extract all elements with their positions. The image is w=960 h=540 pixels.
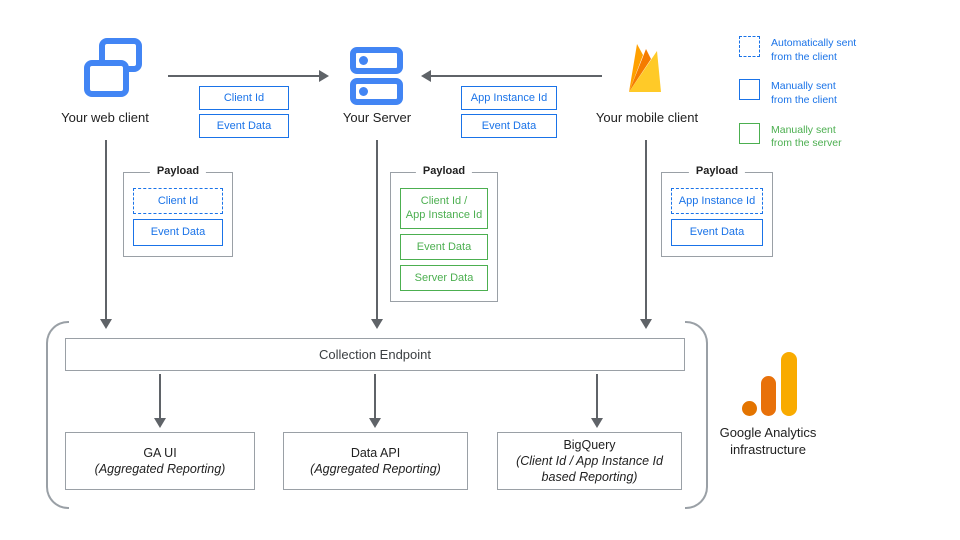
server-led-icon: [359, 87, 368, 96]
arrow-mobile-to-endpoint: [640, 140, 652, 329]
arrow-server-to-endpoint: [371, 140, 383, 329]
ga-logo-bar-tall: [781, 352, 797, 416]
legend-label: Automatically sent from the client: [771, 37, 857, 63]
web-to-server-chips: Client Id Event Data: [199, 86, 289, 142]
payload-title: Payload: [688, 165, 746, 177]
server-label: Your Server: [342, 110, 412, 125]
legend-label: Manually sent from the client: [771, 80, 837, 106]
output-box-data-api: Data API (Aggregated Reporting): [283, 432, 468, 490]
legend-item-manual-server: Manually sent from the server: [739, 122, 856, 151]
arrow-web-to-endpoint: [100, 140, 112, 329]
mobile-to-server-chips: App Instance Id Event Data: [461, 86, 557, 142]
payload-box-server: Payload Client Id / App Instance Id Even…: [390, 165, 498, 303]
google-analytics-logo-icon: [742, 352, 798, 416]
collection-endpoint-label: Collection Endpoint: [318, 347, 432, 362]
arrow-endpoint-to-dataapi: [369, 374, 381, 428]
arrow-endpoint-to-bigquery: [591, 374, 603, 428]
arrow-web-to-server: [168, 70, 329, 82]
output-title: Data API: [350, 445, 401, 460]
output-title: GA UI: [143, 445, 177, 460]
server-rack-bottom: [350, 78, 403, 105]
payload-item-event-data: Event Data: [133, 219, 223, 246]
payload-box-web: Payload Client Id Event Data: [123, 165, 233, 257]
web-client-label: Your web client: [61, 110, 149, 125]
arrowhead-down-icon: [100, 319, 112, 329]
payload-item-client-or-app-id: Client Id / App Instance Id: [400, 188, 488, 229]
web-client-icon: [84, 38, 142, 104]
output-box-ga-ui: GA UI (Aggregated Reporting): [65, 432, 255, 490]
payload-item-app-instance-id: App Instance Id: [671, 188, 763, 215]
server-led-icon: [359, 56, 368, 65]
output-subtitle: (Aggregated Reporting): [94, 462, 226, 476]
legend-swatch-solid-green-icon: [739, 122, 760, 144]
web-client-icon-front-window: [84, 60, 129, 97]
chip-event-data: Event Data: [461, 114, 557, 138]
arrowhead-down-icon: [371, 319, 383, 329]
legend-swatch-solid-blue-icon: [739, 79, 760, 101]
legend: Automatically sent from the client Manua…: [739, 36, 856, 166]
chip-event-data: Event Data: [199, 114, 289, 138]
output-box-bigquery: BigQuery (Client Id / App Instance Id ba…: [497, 432, 682, 490]
payload-item-event-data: Event Data: [400, 233, 488, 260]
arrowhead-right-icon: [319, 70, 329, 82]
payload-title: Payload: [415, 165, 473, 177]
collection-endpoint-box: Collection Endpoint: [65, 338, 685, 371]
output-subtitle: (Client Id / App Instance Id based Repor…: [516, 453, 663, 485]
chip-client-id: Client Id: [199, 86, 289, 110]
arrow-mobile-to-server: [421, 70, 602, 82]
legend-item-auto-client: Automatically sent from the client: [739, 36, 856, 64]
chip-app-instance-id: App Instance Id: [461, 86, 557, 110]
payload-item-event-data: Event Data: [671, 219, 763, 246]
legend-label: Manually sent from the server: [771, 123, 842, 150]
ga-logo-dot: [742, 401, 757, 416]
server-rack-top: [350, 47, 403, 74]
arrowhead-down-icon: [591, 418, 603, 428]
arrowhead-down-icon: [154, 418, 166, 428]
arrowhead-down-icon: [369, 418, 381, 428]
payload-item-client-id: Client Id: [133, 188, 223, 215]
arrow-endpoint-to-gaui: [154, 374, 166, 428]
infrastructure-bracket-right: [685, 321, 708, 509]
payload-title: Payload: [149, 165, 207, 177]
output-title: BigQuery: [563, 437, 616, 452]
payload-item-server-data: Server Data: [400, 264, 488, 292]
mobile-client-label: Your mobile client: [595, 110, 699, 125]
legend-item-manual-client: Manually sent from the client: [739, 79, 856, 107]
arrowhead-left-icon: [421, 70, 431, 82]
arrowhead-down-icon: [640, 319, 652, 329]
ga-logo-bar-medium: [761, 376, 776, 416]
server-icon: [350, 47, 403, 109]
firebase-icon: [629, 44, 661, 92]
payload-box-mobile: Payload App Instance Id Event Data: [661, 165, 773, 257]
legend-swatch-dashed-blue-icon: [739, 36, 760, 57]
output-subtitle: (Aggregated Reporting): [310, 462, 441, 476]
infrastructure-caption: Google Analytics infrastructure: [719, 425, 817, 458]
